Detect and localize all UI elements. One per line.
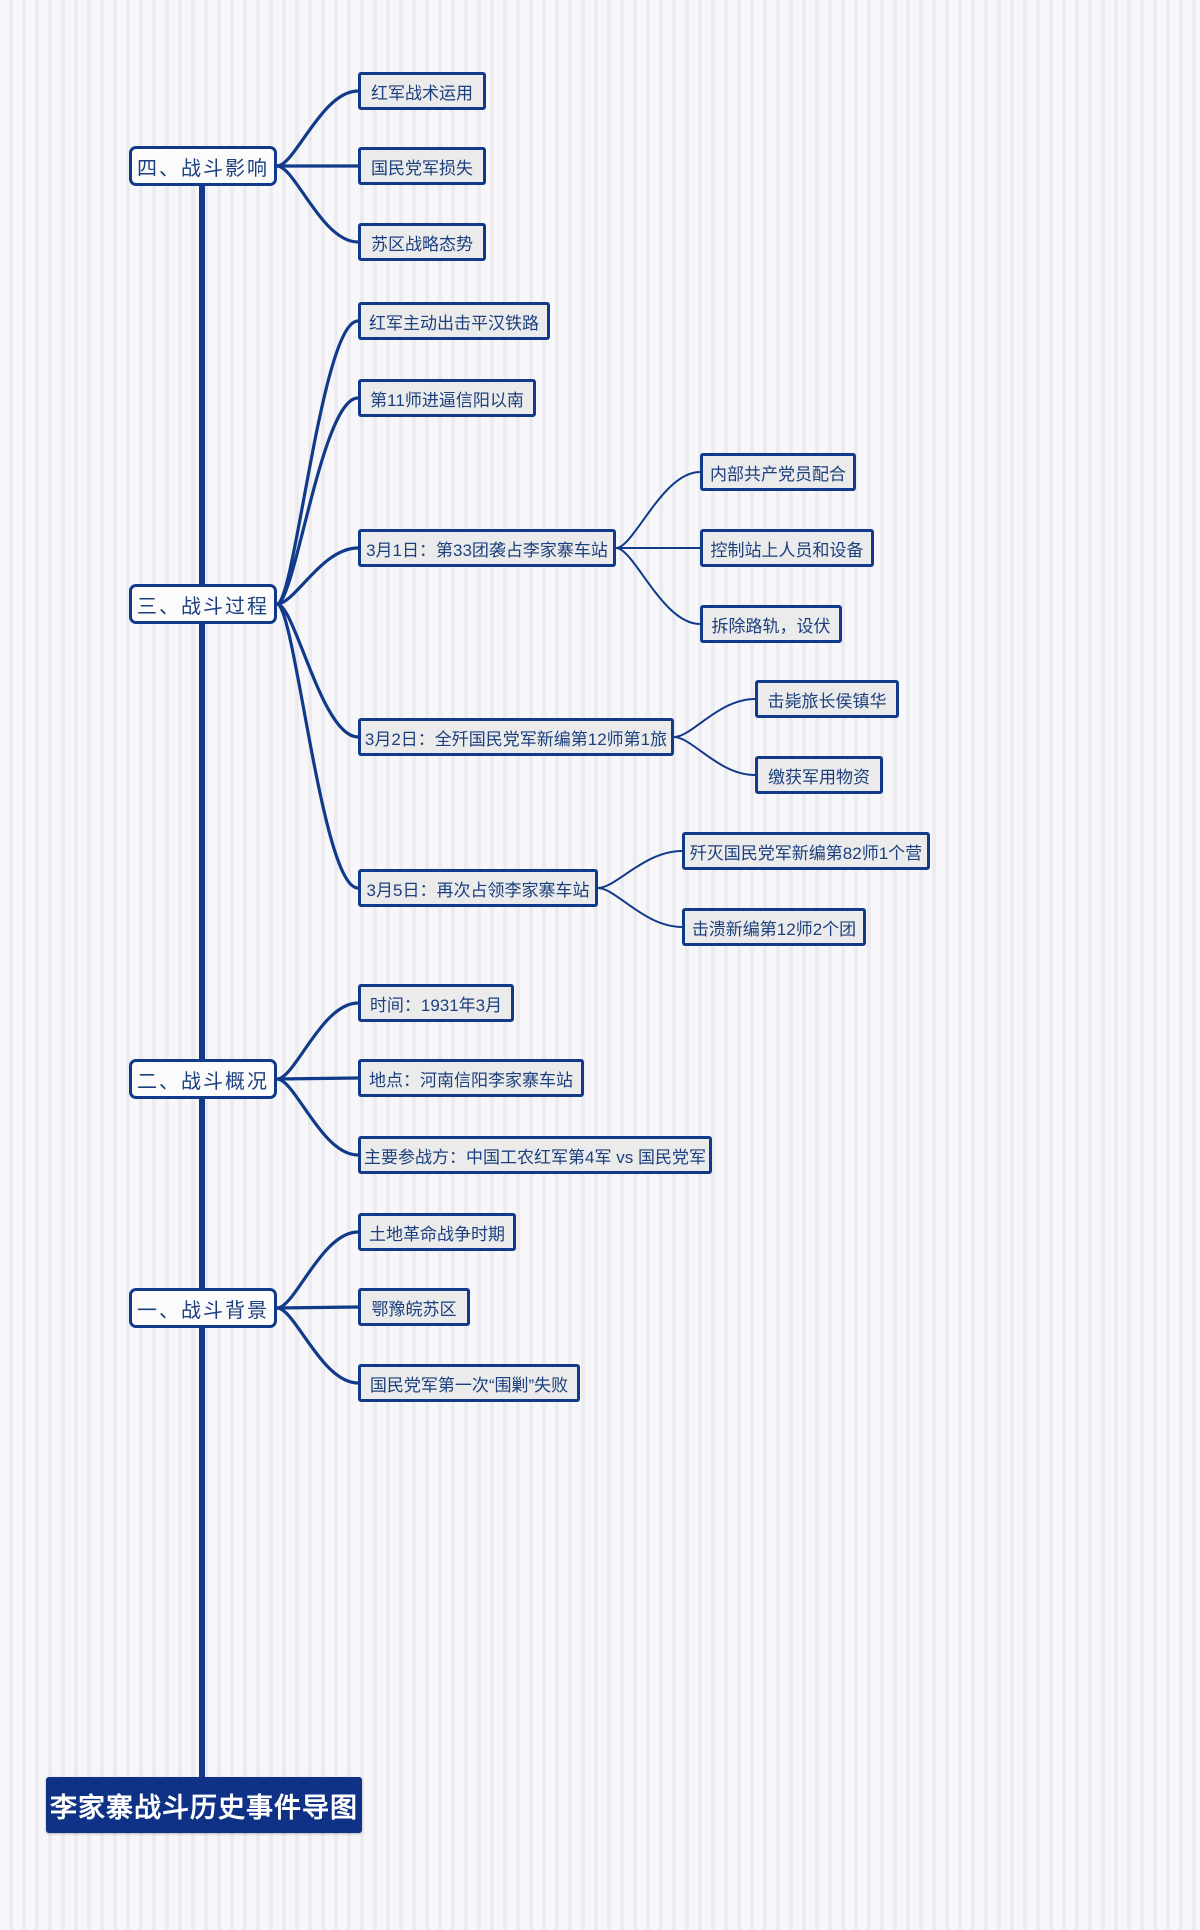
connector [275,396,360,606]
branch-node-background-label: 一、战斗背景 [137,1299,269,1322]
leaf-node-process-4-0[interactable]: 歼灭国民党军新编第82师1个营 [682,832,930,870]
leaf-node-impact-0[interactable]: 红军战术运用 [358,72,486,110]
root-node-label: 李家寨战斗历史事件导图 [50,1792,358,1823]
connector [275,546,360,606]
leaf-node-overview-0-label: 时间：1931年3月 [369,995,503,1015]
leaf-node-process-2-2[interactable]: 拆除路轨，设伏 [700,605,842,643]
leaf-node-background-1[interactable]: 鄂豫皖苏区 [358,1288,470,1326]
leaf-node-impact-2-label: 苏区战略态势 [371,234,473,254]
connector [275,1306,360,1385]
leaf-node-overview-1-label: 地点：河南信阳李家寨车站 [369,1070,573,1090]
connector [275,164,360,244]
branch-node-process-label: 三、战斗过程 [137,595,269,618]
leaf-node-impact-1[interactable]: 国民党军损失 [358,147,486,185]
branch-node-process[interactable]: 三、战斗过程 [129,584,277,624]
connector [275,89,360,168]
leaf-node-process-3[interactable]: 3月2日：全歼国民党军新编第12师第1旅 [358,718,674,756]
leaf-node-process-4-label: 3月5日：再次占领李家寨车站 [366,880,590,900]
branch-node-overview[interactable]: 二、战斗概况 [129,1059,277,1099]
leaf-node-process-4-0-label: 歼灭国民党军新编第82师1个营 [689,843,923,863]
connector [673,698,756,738]
connector [275,1001,360,1081]
leaf-node-process-2-2-label: 拆除路轨，设伏 [711,616,831,636]
leaf-node-process-3-0-label: 击毙旅长侯镇华 [767,691,887,711]
root-node[interactable]: 李家寨战斗历史事件导图 [46,1777,362,1833]
leaf-node-overview-2-label: 主要参战方：中国工农红军第4军 vs 国民党军 [364,1147,706,1167]
connector [275,1077,360,1157]
leaf-node-overview-1[interactable]: 地点：河南信阳李家寨车站 [358,1059,584,1097]
leaf-node-impact-2[interactable]: 苏区战略态势 [358,223,486,261]
leaf-node-process-3-label: 3月2日：全歼国民党军新编第12师第1旅 [364,729,668,749]
branch-node-impact-label: 四、战斗影响 [137,157,269,180]
leaf-node-process-1[interactable]: 第11师进逼信阳以南 [358,379,536,417]
leaf-node-process-4[interactable]: 3月5日：再次占领李家寨车站 [358,869,598,907]
leaf-node-process-3-1-label: 缴获军用物资 [768,767,870,787]
leaf-node-process-2-0[interactable]: 内部共产党员配合 [700,453,856,491]
branch-node-impact[interactable]: 四、战斗影响 [129,146,277,186]
leaf-node-process-3-1[interactable]: 缴获军用物资 [755,756,883,794]
leaf-node-overview-0[interactable]: 时间：1931年3月 [358,984,514,1022]
leaf-node-process-1-label: 第11师进逼信阳以南 [370,390,524,410]
leaf-node-process-3-0[interactable]: 击毙旅长侯镇华 [755,680,899,718]
connector [597,850,683,889]
leaf-node-process-2-label: 3月1日：第33团袭占李家寨车站 [366,540,608,560]
leaf-node-process-4-1[interactable]: 击溃新编第12师2个团 [682,908,866,946]
leaf-node-process-2[interactable]: 3月1日：第33团袭占李家寨车站 [358,529,616,567]
leaf-node-process-2-0-label: 内部共产党员配合 [710,464,846,484]
leaf-node-impact-0-label: 红军战术运用 [371,83,473,103]
connector [615,547,701,625]
branch-node-background[interactable]: 一、战斗背景 [129,1288,277,1328]
connector [275,319,360,606]
leaf-node-overview-2[interactable]: 主要参战方：中国工农红军第4军 vs 国民党军 [358,1136,712,1174]
leaf-node-background-0[interactable]: 土地革命战争时期 [358,1213,516,1251]
branch-node-overview-label: 二、战斗概况 [137,1070,269,1093]
connector [673,736,756,776]
leaf-node-process-0[interactable]: 红军主动出击平汉铁路 [358,302,550,340]
leaf-node-process-4-1-label: 击溃新编第12师2个团 [691,919,857,939]
leaf-node-process-0-label: 红军主动出击平汉铁路 [369,313,539,333]
leaf-node-background-2[interactable]: 国民党军第一次“围剿”失败 [358,1364,580,1402]
leaf-node-background-0-label: 土地革命战争时期 [369,1224,505,1244]
connector [615,471,701,549]
connector [275,1230,360,1310]
leaf-node-background-2-label: 国民党军第一次“围剿”失败 [369,1375,569,1395]
leaf-node-impact-1-label: 国民党军损失 [371,158,473,178]
leaf-node-process-2-1[interactable]: 控制站上人员和设备 [700,529,874,567]
leaf-node-process-2-1-label: 控制站上人员和设备 [710,540,864,560]
connector [275,1076,360,1081]
connector [275,602,360,890]
leaf-node-background-1-label: 鄂豫皖苏区 [371,1299,457,1319]
connector [275,1305,360,1310]
connector [275,602,360,739]
connector [597,887,683,928]
